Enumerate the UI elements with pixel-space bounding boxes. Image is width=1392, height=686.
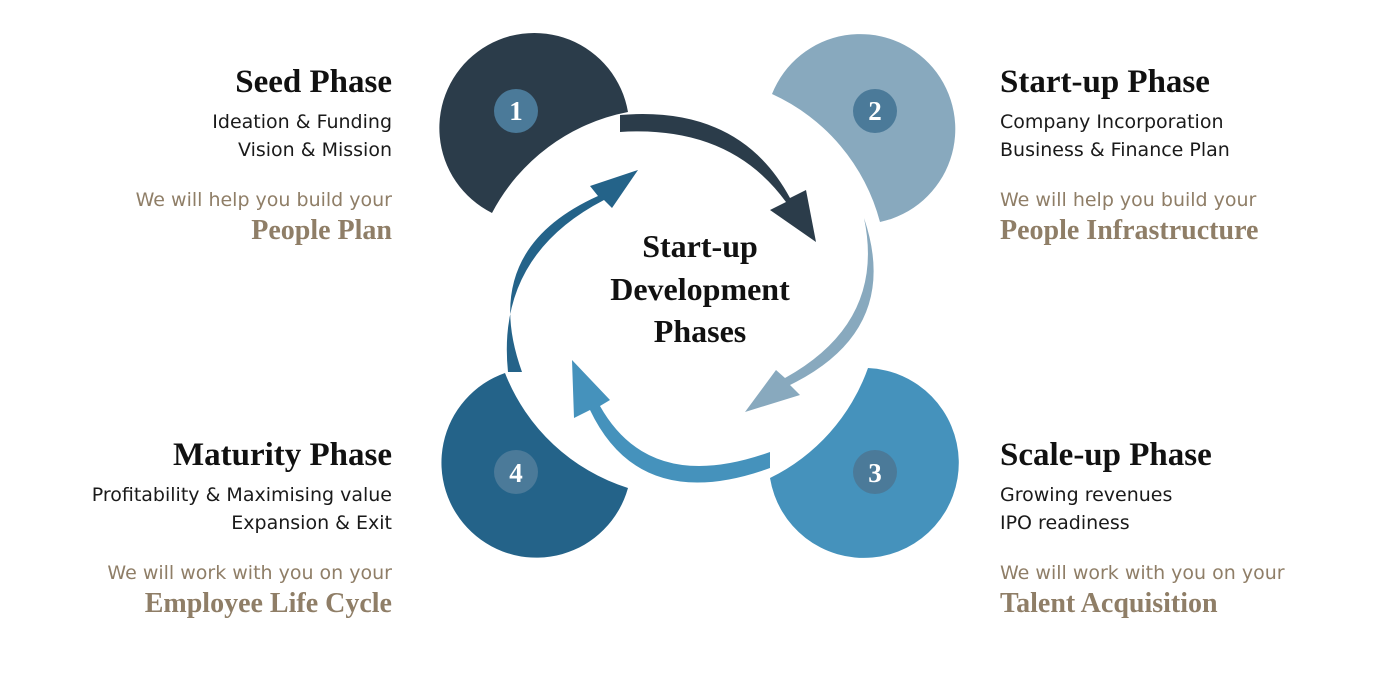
phase-4-line-2: Expansion & Exit [231,512,392,534]
arrow-phase-2-to-3 [745,218,874,412]
phase-1-help-text: We will help you build your [135,189,392,211]
phase-4-line-1: Profitability & Maximising value [91,484,392,506]
phase-3-line-2: IPO readiness [1000,512,1130,534]
phase-2-title: Start-up Phase [1000,64,1210,100]
arrow-phase-4-to-1 [506,170,638,372]
phase-4-service: Employee Life Cycle [144,588,392,619]
phase-1-panel: Seed Phase Ideation & Funding Vision & M… [12,62,392,248]
phase-2-number-badge [853,89,897,133]
phase-3-number-badge [853,450,897,494]
phase-4-panel: Maturity Phase Profitability & Maximisin… [12,435,392,621]
center-title-line-1: Start-up [642,228,758,264]
phase-3-line-1: Growing revenues [1000,484,1173,506]
phase-2-line-2: Business & Finance Plan [1000,139,1230,161]
phase-1-line-2: Vision & Mission [237,139,392,161]
center-title-line-2: Development [610,271,790,307]
phase-3-panel: Scale-up Phase Growing revenues IPO read… [1000,435,1380,621]
phase-3-title: Scale-up Phase [1000,437,1212,473]
phase-2-panel: Start-up Phase Company Incorporation Bus… [1000,62,1380,248]
phase-1-line-1: Ideation & Funding [212,111,392,133]
arrow-phase-3-to-4 [572,360,770,483]
phase-3-number: 3 [868,458,882,488]
phase-1-number: 1 [509,96,523,126]
phase-3-service: Talent Acquisition [1000,588,1218,619]
phase-2-help-text: We will help you build your [1000,189,1257,211]
phase-2-line-1: Company Incorporation [1000,111,1224,133]
phase-4-number-badge [494,450,538,494]
phase-3-help-text: We will work with you on your [1000,562,1285,584]
phase-4-title: Maturity Phase [172,437,392,473]
phase-1-number-badge [494,89,538,133]
phase-2-service: People Infrastructure [1000,215,1259,246]
phase-2-number: 2 [868,96,882,126]
arrow-phase-1-to-2 [620,114,816,242]
phase-1-service: People Plan [251,215,392,246]
center-title-line-3: Phases [654,313,746,349]
phase-1-title: Seed Phase [235,64,392,100]
phase-4-help-text: We will work with you on your [107,562,392,584]
phase-4-number: 4 [509,458,523,488]
